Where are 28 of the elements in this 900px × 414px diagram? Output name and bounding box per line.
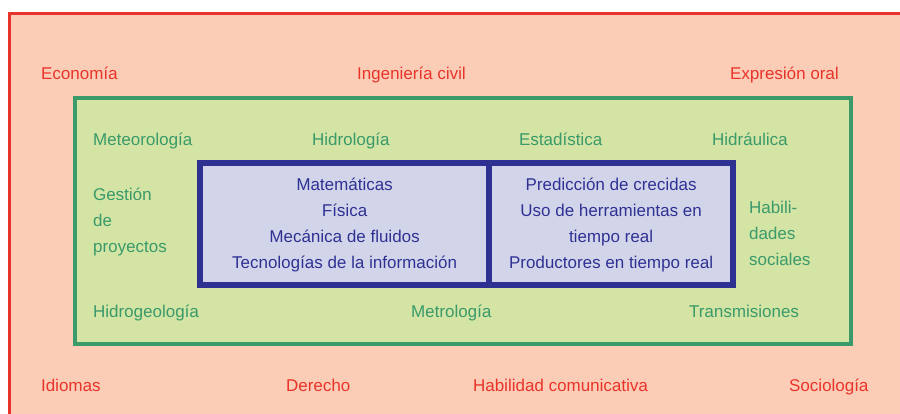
topic-label: Hidrogeología <box>93 301 199 323</box>
topic-label: Ingeniería civil <box>357 63 466 85</box>
topic-label: Hidráulica <box>712 129 788 151</box>
inner-box <box>203 166 486 282</box>
outer-panel <box>8 12 900 414</box>
topic-label: Derecho <box>286 375 350 397</box>
inner-frame <box>197 160 736 288</box>
inner-box <box>492 166 730 282</box>
topic-label: Mecánica de fluidos <box>269 226 420 248</box>
topic-label: Expresión oral <box>730 63 839 85</box>
middle-panel <box>73 96 853 346</box>
topic-label: Economía <box>41 63 118 85</box>
topic-label: Gestión de proyectos <box>93 184 168 258</box>
topic-label: Transmisiones <box>689 301 799 323</box>
topic-label: Habilidad comunicativa <box>473 375 648 397</box>
topic-label: Productores en tiempo real <box>508 252 714 274</box>
topic-label: Matemáticas <box>296 174 393 196</box>
topic-label: Meteorología <box>93 129 192 151</box>
topic-label: Idiomas <box>41 375 101 397</box>
topic-label: Uso de herramientas en tiempo real <box>519 200 703 248</box>
topic-label: Tecnologías de la información <box>232 252 457 274</box>
topic-label: Física <box>322 200 368 222</box>
topic-label: Metrología <box>411 301 492 323</box>
topic-label: Estadística <box>519 129 602 151</box>
topic-label: Sociología <box>789 375 868 397</box>
topic-label: Habili- dades sociales <box>749 197 812 271</box>
topic-label: Predicción de crecidas <box>525 174 697 196</box>
topic-label: Hidrología <box>312 129 390 151</box>
